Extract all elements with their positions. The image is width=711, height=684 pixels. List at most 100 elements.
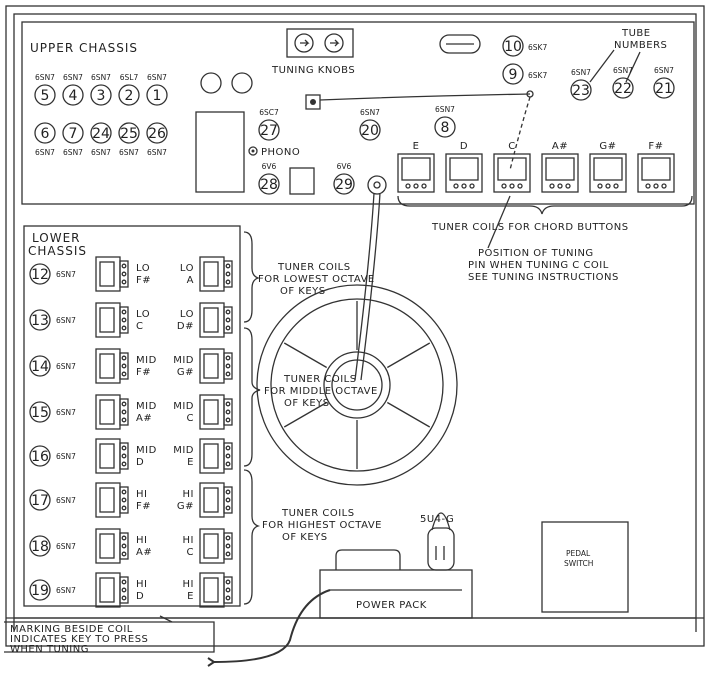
coil-note: F# (136, 501, 151, 512)
coil-note: D (136, 457, 144, 468)
coil-left-16[interactable]: MIDD (95, 438, 157, 474)
tuning-knobs[interactable] (286, 28, 354, 58)
coil-note: C (136, 321, 143, 332)
coil-range: HI (136, 579, 147, 590)
coil-range: HI (136, 535, 147, 546)
coil-right-12[interactable]: LOA (180, 256, 233, 292)
coil-range: MID (173, 355, 194, 366)
chord-coil-4[interactable]: G# (589, 141, 627, 193)
marking-note-1: MARKING BESIDE COIL (10, 624, 133, 635)
tube-number: 28 (260, 177, 278, 193)
tube-socket-22[interactable]: 22 6SN7 (612, 66, 634, 99)
marking-note-2: INDICATES KEY TO PRESS (10, 634, 148, 645)
highest-octave-label-2: FOR HIGHEST OCTAVE (262, 520, 382, 531)
tube-type: 6SN7 (147, 73, 167, 82)
coil-left-19[interactable]: HID (95, 572, 147, 608)
tube-type: 6SN7 (147, 148, 167, 157)
chord-coil-5[interactable]: F# (637, 141, 675, 193)
coil-range: MID (136, 401, 157, 412)
coil-right-18[interactable]: HIC (183, 528, 233, 564)
coil-left-13[interactable]: LOC (95, 302, 150, 338)
coil-left-12[interactable]: LOF# (95, 256, 151, 292)
coil-left-18[interactable]: HIA# (95, 528, 152, 564)
coil-right-17[interactable]: HIG# (177, 482, 233, 518)
coil-left-17[interactable]: HIF# (95, 482, 151, 518)
chord-coil-3[interactable]: A# (541, 141, 579, 193)
tube-number: 18 (31, 539, 49, 555)
tube-number: 22 (614, 81, 632, 97)
coil-range: LO (180, 309, 194, 320)
lower-chassis-title-1: LOWER (32, 231, 81, 245)
empty-socket (200, 72, 222, 94)
chord-coil-2[interactable]: C (493, 141, 531, 193)
tube-socket-19[interactable]: 19 6SN7 (29, 579, 76, 601)
lowest-octave-label-2: FOR LOWEST OCTAVE (258, 274, 375, 285)
upper-component (439, 34, 481, 54)
tube-type: 6SN7 (56, 586, 76, 595)
chord-coils-label: TUNER COILS FOR CHORD BUTTONS (431, 222, 629, 233)
empty-socket (231, 72, 253, 94)
tuning-pin[interactable] (305, 90, 534, 110)
tuning-pin-note-2: PIN WHEN TUNING C COIL (468, 260, 609, 271)
lowest-octave-label-1: TUNER COILS (277, 262, 351, 273)
coil-range: MID (173, 401, 194, 412)
tube-socket-26[interactable]: 26 6SN7 (146, 122, 168, 157)
tube-numbers-arrows (589, 49, 641, 83)
coil-range: LO (136, 263, 150, 274)
tube-number: 7 (69, 126, 78, 142)
chord-coil-1[interactable]: D (445, 141, 483, 193)
marking-note-pointer (159, 615, 173, 623)
coil-note: E (187, 457, 194, 468)
chord-coil-0[interactable]: E (397, 141, 435, 193)
tube-number: 23 (572, 83, 590, 99)
coil-range: MID (136, 355, 157, 366)
lower-chassis-box (23, 225, 241, 607)
phono-jack[interactable] (248, 146, 258, 156)
coil-right-19[interactable]: HIE (183, 572, 233, 608)
tube-type: 6SN7 (56, 408, 76, 417)
coil-right-13[interactable]: LOD# (177, 302, 233, 338)
pedal-switch-label-2: SWITCH (564, 559, 593, 568)
output-box (289, 167, 315, 195)
octave-brackets (243, 231, 261, 605)
tube-type: 6SN7 (613, 66, 633, 75)
tube-number: 26 (148, 126, 166, 142)
tube-number: 2 (125, 88, 134, 104)
tube-number: 19 (31, 583, 49, 599)
coil-note: A# (136, 547, 152, 558)
